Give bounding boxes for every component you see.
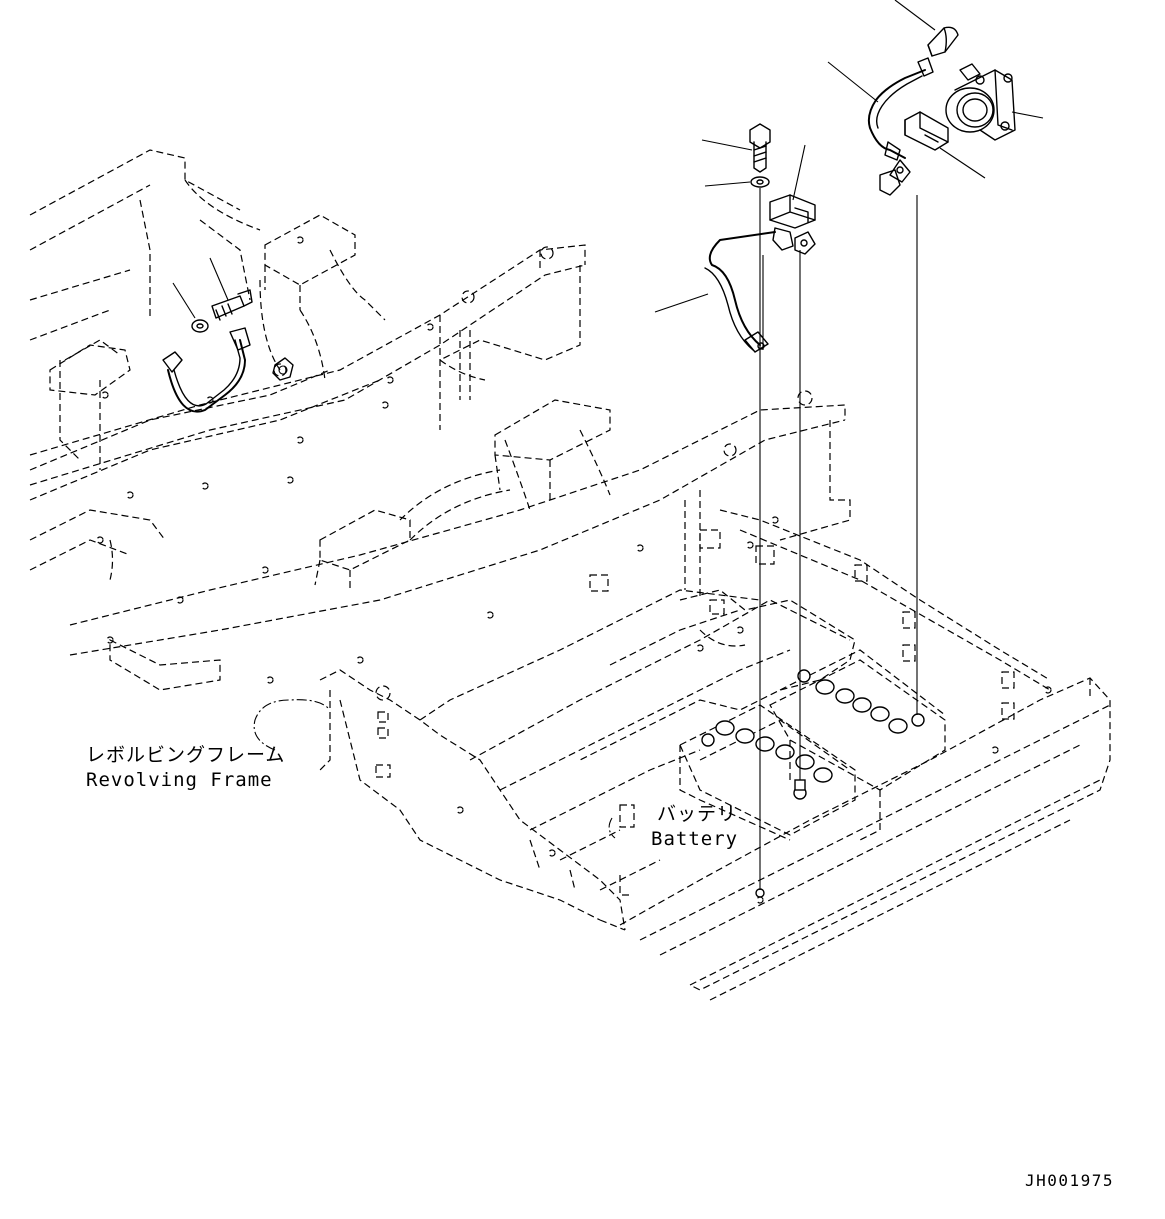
- cap-boot: [894, 0, 959, 57]
- frame-center-boom: [29, 214, 851, 691]
- terminal-connector: [769, 144, 816, 229]
- label-callouts: [253, 699, 616, 839]
- battery-cable-center: [654, 227, 816, 353]
- assembly-lines: [755, 188, 918, 898]
- relay-connector: [904, 111, 986, 179]
- battery-label-jp: バッテリ: [657, 803, 738, 825]
- frame-lower-deck: [319, 589, 856, 931]
- battery-label-en: Battery: [651, 828, 739, 850]
- bolt-washer-center: [701, 123, 771, 188]
- revolving-frame-label-en: Revolving Frame: [86, 769, 273, 791]
- relay-harness: [827, 57, 934, 196]
- frame-right-section: [619, 509, 1111, 1001]
- frame-left-section: [29, 149, 381, 581]
- revolving-frame-label-jp: レボルビングフレーム: [86, 744, 286, 766]
- drawing-number: JH001975: [1025, 1171, 1115, 1190]
- battery-relay-assembly: [945, 63, 1044, 141]
- ground-cable-left: [162, 257, 294, 413]
- battery-right: [769, 649, 946, 841]
